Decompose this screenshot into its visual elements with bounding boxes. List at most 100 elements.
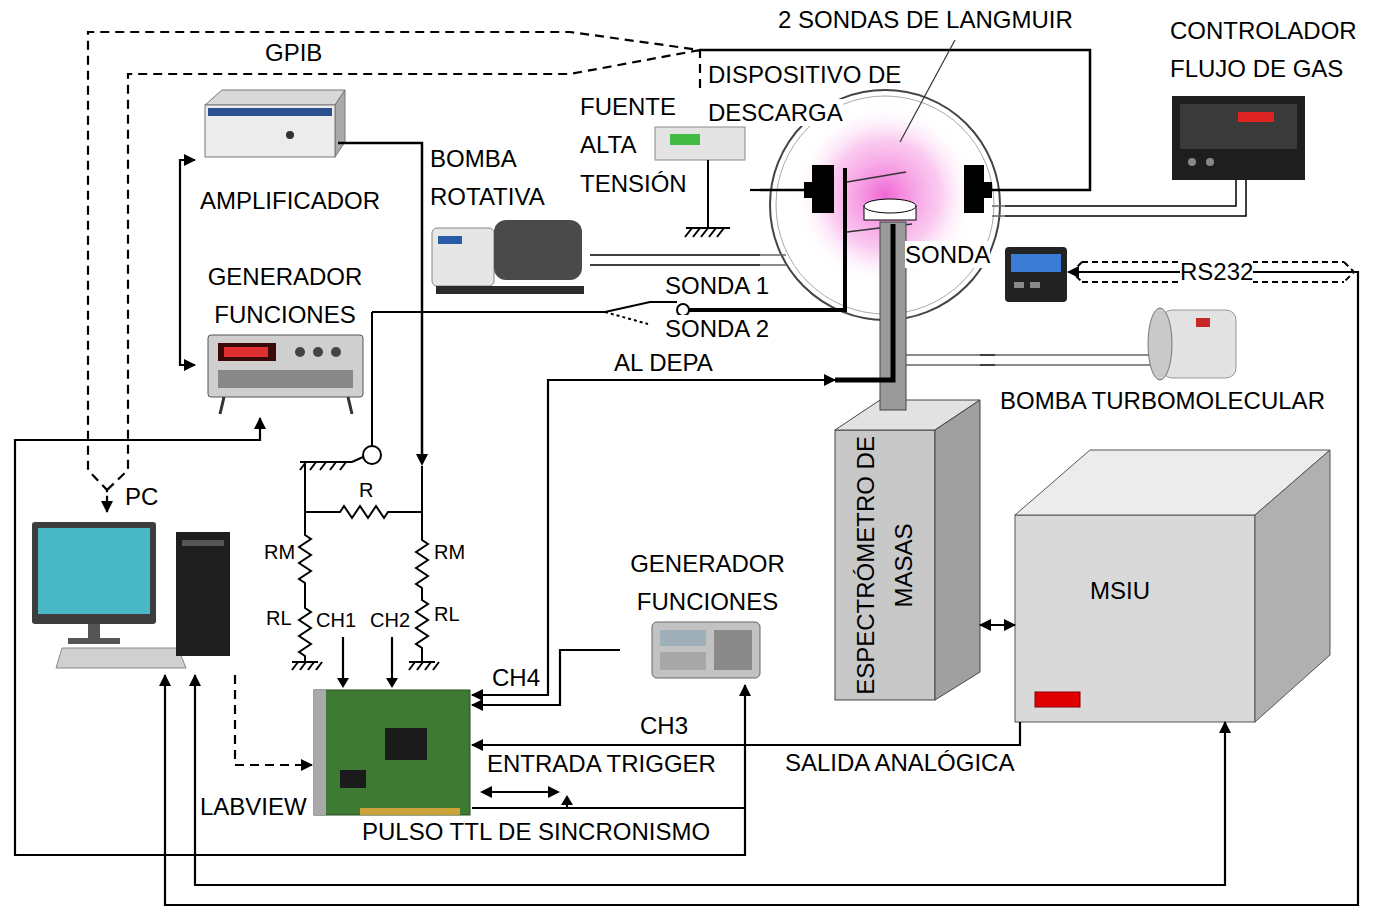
generator-display [660,630,706,646]
msiu-front [1015,515,1255,722]
channel-label: CH4 [492,664,540,691]
amplifier-icon [205,90,345,105]
gas-line [1005,180,1246,216]
text-block: PC [125,478,165,516]
resistor-label: R [359,479,373,501]
controller-display [1238,112,1274,122]
selector-wire [605,312,648,324]
arrowhead [337,678,398,688]
turbo-pump-label [1196,318,1210,327]
software-link [235,675,312,765]
label-wrap: CH2 [370,608,410,632]
text-block: BOMBA ROTATIVA [430,140,560,217]
label-wrap: 2 SONDAS DE LANGMUIR [778,6,1073,35]
function-generator: GENERADOR FUNCIONES [195,258,375,418]
node-label: BOMBA TURBOMOLECULAR [1000,387,1325,414]
node-label: SONDA [905,241,990,268]
resistor-label: RM [264,541,295,563]
probe-label: SONDA 2 [665,315,769,342]
amplifier-stripe [208,108,332,116]
label-wrap: SONDA 2 [665,315,769,344]
node-label: FUENTE ALTA TENSIÓN [580,93,687,197]
text-block: ESPECTRÓMETRO DE MASAS [847,435,924,695]
text-block: SONDA [905,236,1000,274]
generator-icon [208,335,363,397]
daq-card: LABVIEW [312,688,472,823]
resistor-symbol [416,466,428,662]
text-block: GENERADOR FUNCIONES [620,545,795,622]
label-wrap: CH1 [316,608,356,632]
label-wrap: AL DEPA [614,349,713,378]
rotary-pump-base [436,286,584,294]
connector-label: RS232 [1180,258,1253,285]
controller-knob [1206,158,1214,166]
label-wrap: RL [434,602,460,626]
signal-terminal [363,446,381,464]
daq-card-icon [314,690,470,815]
ground-symbol [685,160,730,237]
spectrometer-probe [864,199,916,213]
generator-icon [652,622,760,678]
resistor-symbol [299,512,311,662]
amplifier: AMPLIFICADOR [195,85,405,220]
text-block: MSIU [1090,572,1190,610]
text-block: FUENTE ALTA TENSIÓN [580,88,700,203]
signal-line [472,650,620,705]
data-link [980,624,1015,626]
arrowhead [480,786,573,805]
ground-symbol [300,457,363,470]
amplifier-icon [205,105,335,157]
resistor-label: RL [434,603,460,625]
electrode [812,165,834,213]
label-wrap: CH3 [640,712,688,741]
keyboard-icon [56,648,186,668]
generator-display [224,347,268,357]
arrowhead [416,454,428,466]
msiu-unit: MSIU [1015,450,1330,722]
connector-label: SALIDA ANALÓGICA [785,749,1014,776]
controller-knob [1188,158,1196,166]
turbomolecular-pump: BOMBA TURBOMOLECULAR [995,300,1365,418]
vacuum-line [980,355,995,365]
daq-card-chip [340,770,366,788]
ground-symbol [409,662,439,670]
generator-keys [660,652,706,670]
hv-wire [700,50,1090,190]
generator-keys [714,630,752,670]
channel-label: CH1 [316,609,356,631]
gas-flow-controller: CONTROLADOR FLUJO DE GAS [1163,10,1368,180]
text-block: GENERADOR FUNCIONES [200,258,370,335]
label-wrap: SONDA 1 [665,272,769,301]
gauge-display [1011,254,1061,272]
node-label: DISPOSITIVO DE DESCARGA [708,61,901,126]
generator-legs [220,397,352,414]
electrode [804,182,812,198]
node-label: PC [125,483,158,510]
daq-card-chip [385,728,427,760]
ground-symbol [292,662,322,670]
label-wrap: RM [264,540,295,564]
node-label: BOMBA ROTATIVA [430,145,545,210]
node-label: GENERADOR FUNCIONES [630,550,785,615]
controller-icon [1172,96,1305,180]
label-wrap: RS232 [1180,258,1253,287]
discharge-chamber: DISPOSITIVO DE DESCARGA [760,50,1005,325]
node-label: LABVIEW [200,793,307,820]
computer: PC [25,512,240,675]
channel-label: CH2 [370,609,410,631]
rotary-pump-motor [494,220,582,280]
text-block: LABVIEW [200,788,310,826]
electrode [964,165,984,213]
resistor-label: RM [434,541,465,563]
signal-line [472,380,835,695]
hv-cable [750,189,760,191]
signal-line [180,160,195,365]
high-voltage-source: FUENTE ALTA TENSIÓN [578,88,750,204]
pressure-probe: SONDA [903,235,1068,303]
rotary-pump-icon [432,228,494,286]
label-wrap: CH4 [492,664,540,693]
monitor-stand [68,638,120,644]
label-wrap: PULSO TTL DE SINCRONISMO [362,818,710,847]
vacuum-line [906,355,1150,365]
function-generator: GENERADOR FUNCIONES [620,545,795,685]
